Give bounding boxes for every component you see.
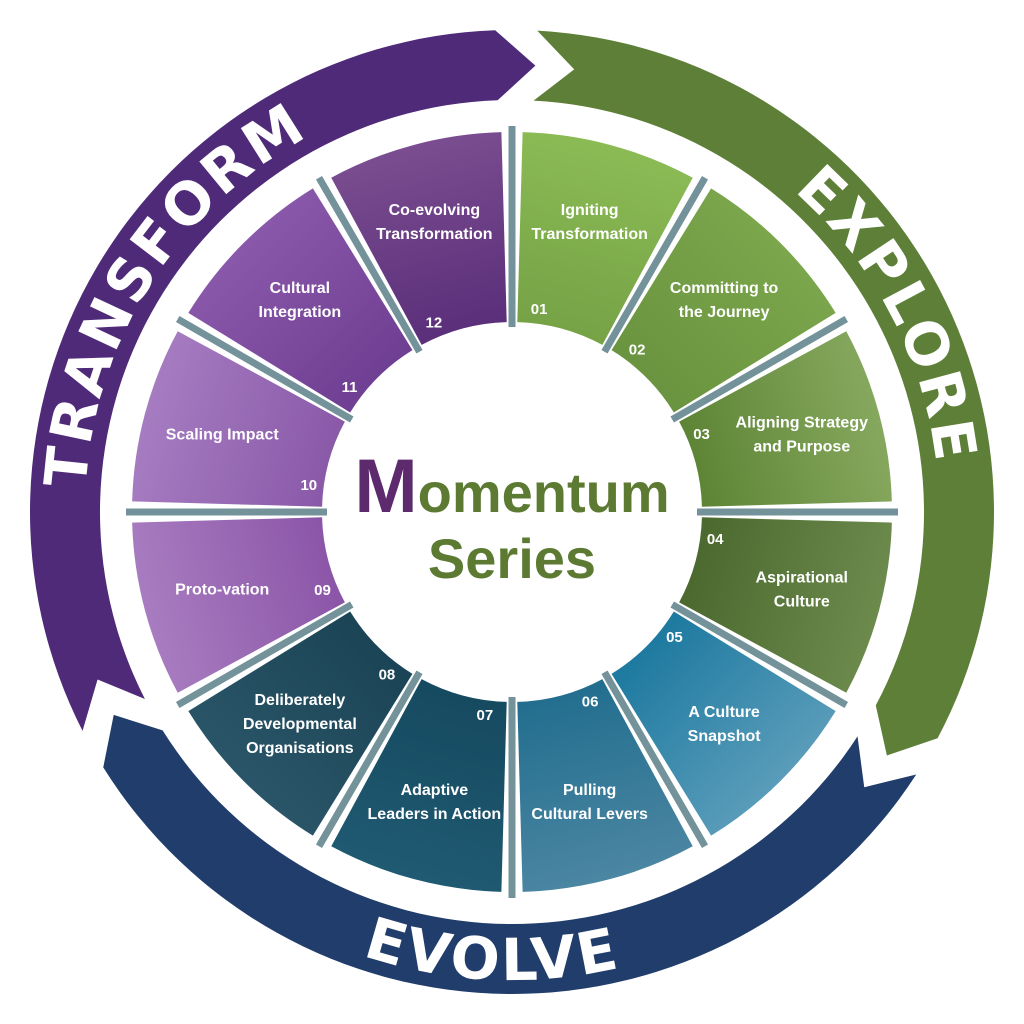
segment-label-line: Developmental xyxy=(243,716,357,733)
segment-wedge xyxy=(679,331,892,507)
segment-label-line: Committing to xyxy=(670,280,779,297)
segment-wedge xyxy=(517,679,693,892)
segment-label-line: the Journey xyxy=(679,304,770,321)
segment-wedge xyxy=(517,132,693,345)
segment-divider xyxy=(315,175,423,354)
segment-label-line: Deliberately xyxy=(255,692,346,709)
segment-label-line: Proto-vation xyxy=(175,582,269,599)
segment-number: 07 xyxy=(477,707,494,724)
segment-label-line: Cultural Levers xyxy=(531,806,648,823)
segment-label-line: Leaders in Action xyxy=(368,806,502,823)
segment-label-line: Aspirational xyxy=(756,570,848,587)
segment-divider xyxy=(670,601,849,709)
segment-number: 02 xyxy=(629,342,646,359)
segment-label-line: Co-evolving xyxy=(389,202,481,219)
segment-label-line: Transformation xyxy=(531,226,647,243)
segment-number: 06 xyxy=(582,694,599,711)
segment-label-line: Scaling Impact xyxy=(166,426,280,443)
segment-label-line: Igniting xyxy=(561,202,619,219)
segment-divider xyxy=(601,175,709,354)
segment-number: 08 xyxy=(379,666,396,683)
segment-label-line: Organisations xyxy=(246,740,354,757)
segment-divider xyxy=(315,670,423,849)
segment-label-line: Adaptive xyxy=(401,782,469,799)
segment-09: 09 Proto-vation xyxy=(132,517,345,693)
center-hub: Momentum Series xyxy=(340,340,684,684)
segment-label-line: Culture xyxy=(774,594,830,611)
phase-arc-evolve xyxy=(103,714,917,995)
segment-label-line: Cultural xyxy=(270,280,330,297)
segment-label-line: Integration xyxy=(259,304,342,321)
segment-label-line: Transformation xyxy=(376,226,492,243)
segment-wedge xyxy=(132,331,345,507)
phase-arc-explore xyxy=(533,30,995,756)
segment-03: 03 Aligning Strategy and Purpose xyxy=(679,331,892,507)
segment-label-line: Aligning Strategy xyxy=(736,414,869,431)
segment-02: 02 Committing to the Journey xyxy=(611,188,836,413)
segment-divider xyxy=(670,315,849,423)
segment-wedge xyxy=(331,679,507,892)
segment-number: 10 xyxy=(300,477,317,494)
segment-label-line: and Purpose xyxy=(753,438,850,455)
segment-divider xyxy=(601,670,709,849)
segment-label-line: A Culture xyxy=(688,704,760,721)
center-subtitle: Series xyxy=(428,527,596,590)
segment-number: 11 xyxy=(342,379,358,396)
center-title-initial: M xyxy=(354,444,417,529)
segment-wedge xyxy=(611,611,836,836)
segment-number: 09 xyxy=(314,582,331,599)
segment-label-line: Pulling xyxy=(563,782,616,799)
segment-wedge xyxy=(331,132,507,345)
segment-number: 12 xyxy=(426,314,443,331)
segment-wedge xyxy=(188,188,413,413)
segment-number: 03 xyxy=(693,426,710,443)
segment-wedge xyxy=(679,517,892,693)
segment-10: 10 Scaling Impact xyxy=(132,331,345,507)
segment-number: 04 xyxy=(707,531,724,548)
segment-divider xyxy=(175,315,354,423)
segment-wedge xyxy=(132,517,345,693)
segment-wedge xyxy=(611,188,836,413)
segment-label-line: Snapshot xyxy=(688,728,762,745)
center-title-rest: omentum xyxy=(418,461,670,524)
center-circle xyxy=(340,340,684,684)
phase-arc-transform xyxy=(29,30,536,731)
segment-wedge xyxy=(188,611,413,836)
center-title: Momentum xyxy=(354,444,669,529)
segment-number: 01 xyxy=(531,301,548,318)
segment-divider xyxy=(175,601,354,709)
segment-number: 05 xyxy=(666,629,683,646)
